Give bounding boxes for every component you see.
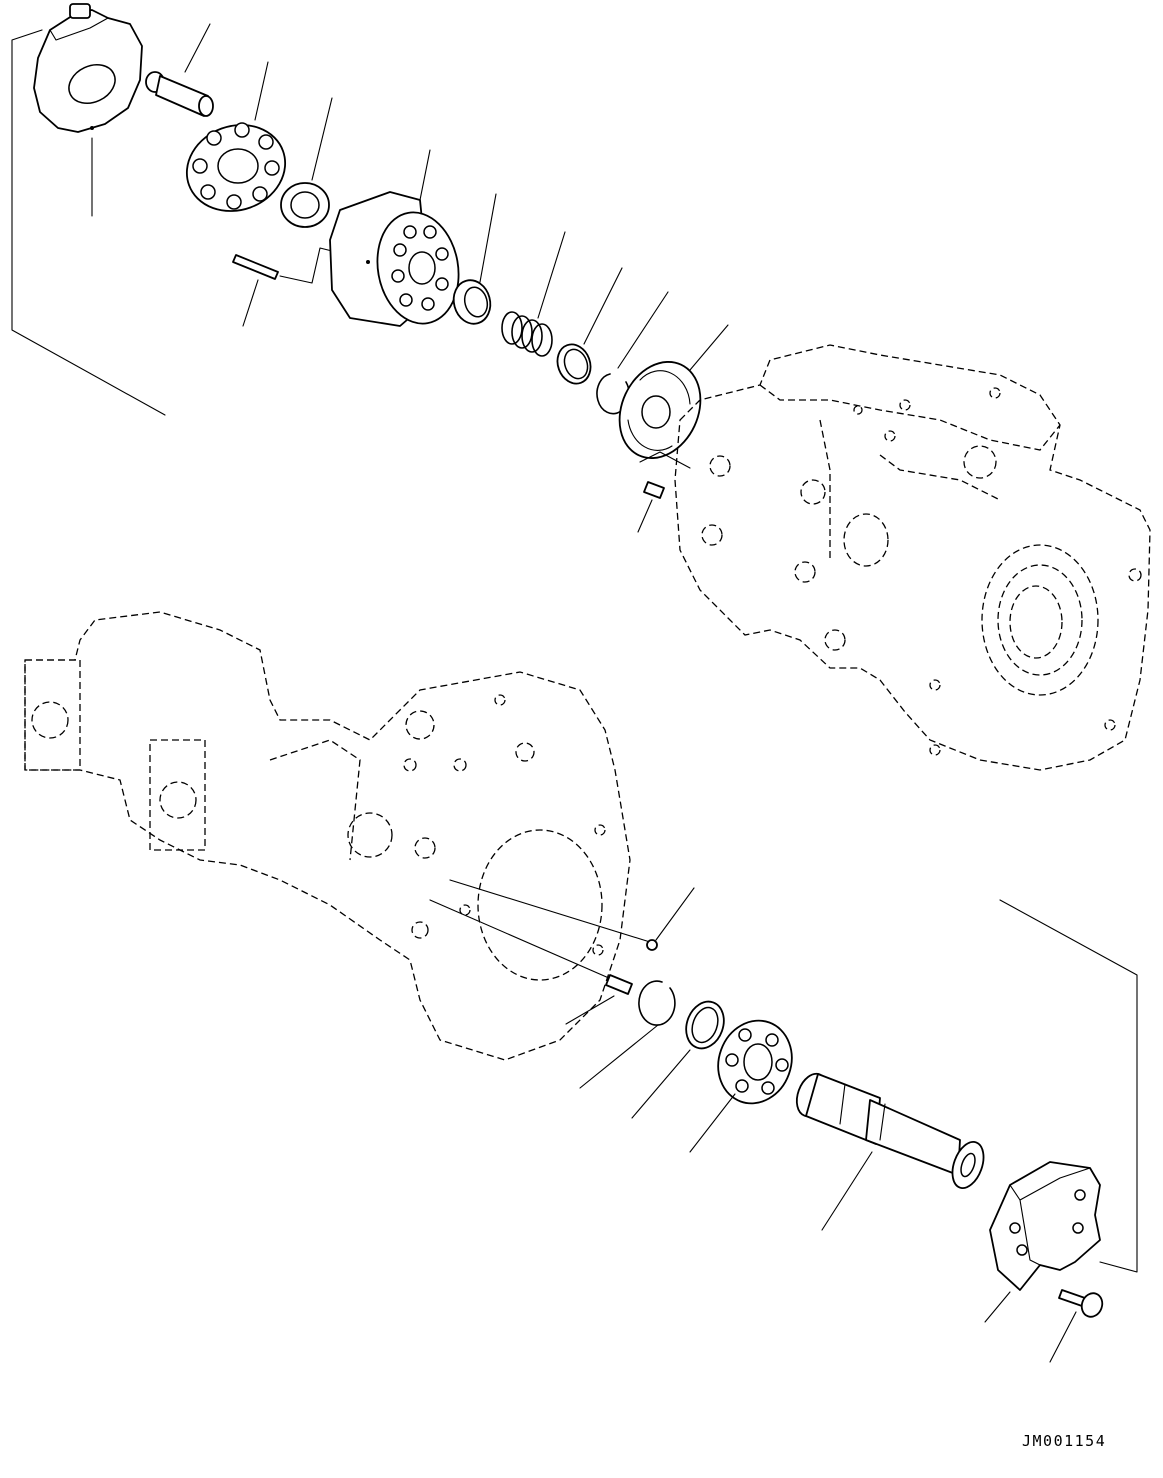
pump-housing-upper <box>674 344 1151 771</box>
washer-icon <box>556 267 623 385</box>
dowel-pin-lower-icon <box>646 887 695 951</box>
spring-guide-icon <box>145 23 214 117</box>
drawing-code: JM001154 <box>1022 1432 1107 1450</box>
retainer-plate-icon <box>185 61 287 212</box>
bearing-icon <box>689 1019 793 1153</box>
group-bracket-upper <box>11 29 166 416</box>
leader-lines-lower <box>429 879 651 983</box>
bushing-icon <box>280 97 333 228</box>
ring-icon <box>452 193 497 325</box>
cam-icon <box>984 1161 1101 1323</box>
bolt-icon <box>1049 1289 1104 1363</box>
washer-lower-icon <box>631 1000 725 1119</box>
cylinder-block-icon <box>329 149 460 327</box>
swash-plate-icon <box>33 3 143 217</box>
dowel-pin-upper-icon <box>637 481 665 533</box>
snap-ring-lower-icon <box>579 980 676 1089</box>
spring-icon <box>501 231 566 357</box>
pump-housing-lower <box>24 611 631 1061</box>
spline-shaft-icon <box>795 1072 985 1231</box>
group-bracket-lower <box>999 899 1138 1273</box>
pin-lower-icon <box>565 974 633 1025</box>
valve-plate-icon <box>618 324 729 469</box>
